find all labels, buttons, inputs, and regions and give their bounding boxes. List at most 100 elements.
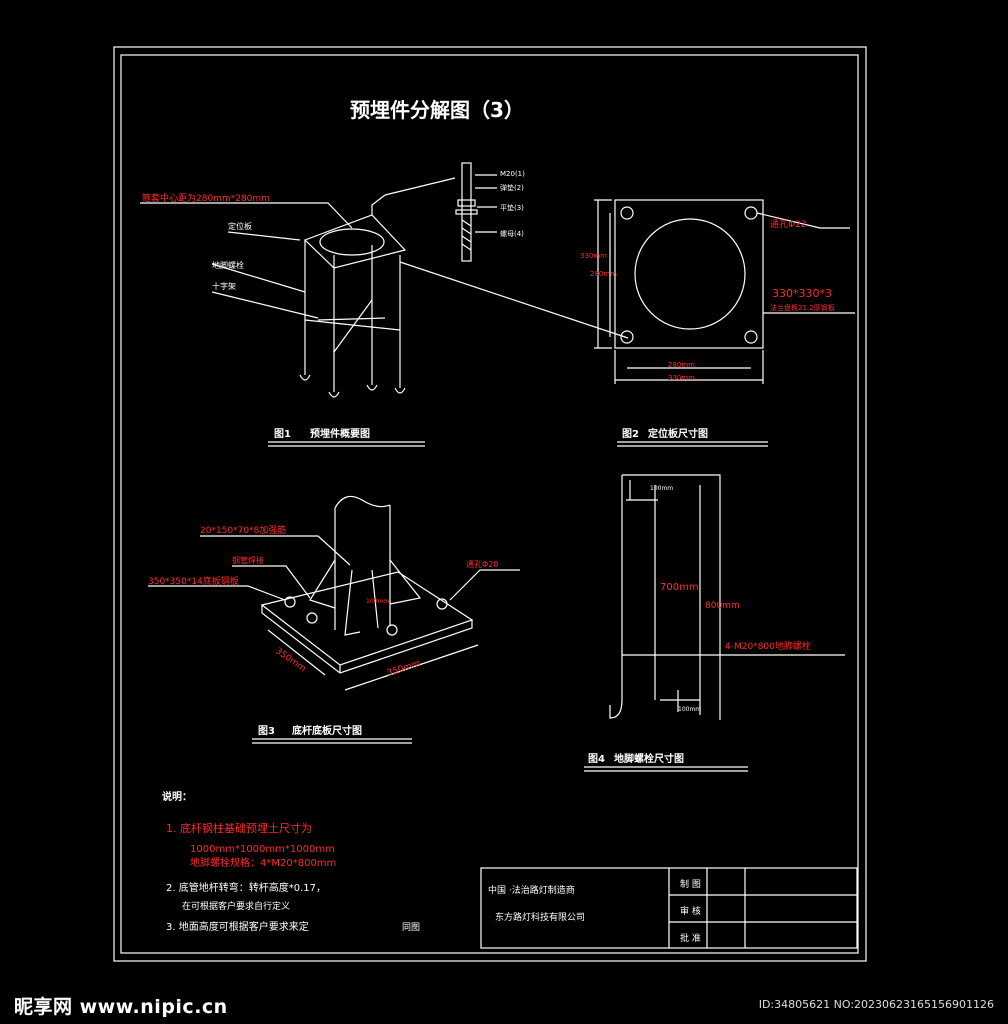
fig1-top-frame	[303, 214, 407, 269]
fig1-bolt-nut	[457, 199, 476, 207]
fig2-caption-underline	[617, 441, 768, 447]
fig4-thread-mark	[626, 480, 658, 501]
title-block-row-3: 批 准	[680, 932, 701, 944]
fig3-pipe-top	[334, 495, 391, 509]
title-block-grid	[668, 868, 857, 948]
fig1-caption-underline	[268, 441, 425, 447]
fig4-anchor-bolt-view	[609, 474, 845, 720]
fig1-caption: 预埋件概要图	[310, 427, 370, 440]
notes-heading: 说明：	[162, 790, 192, 803]
fig3-label-pipe: 钢管焊接	[232, 555, 264, 565]
fig1-leader-hoop	[140, 202, 353, 229]
notes-corner-tag: 同图	[402, 922, 420, 933]
fig3-caption-no: 图3	[258, 725, 275, 737]
fig3-leader-pipe	[232, 565, 311, 599]
title-block-row-1: 制 图	[680, 878, 701, 890]
fig3-dim-a: 350mm	[273, 646, 307, 674]
fig1-bolt-shaft	[461, 162, 472, 262]
fig2-plate-sub: 法兰盘板21.2厚钢板	[770, 303, 835, 312]
fig2-dim-h-outer: 330mm	[668, 374, 695, 382]
fig3-caption: 底杆底板尺寸图	[292, 724, 362, 737]
fig2-leader-hole	[756, 212, 850, 229]
note-1-sub-1: 1000mm*1000mm*1000mm	[190, 844, 335, 855]
fig3-leader-plate	[148, 585, 286, 601]
fig1-bolt-washer	[455, 209, 478, 215]
fig1-bolt-label-3: 平垫(3)	[500, 203, 524, 212]
fig2-hole-label: 通孔Φ22	[770, 219, 807, 230]
inner-border	[120, 54, 859, 954]
fig4-dim-top: 100mm	[650, 485, 673, 492]
fig2-dim-v-inner: 280mm	[590, 270, 617, 278]
fig1-label-a: 定位板	[228, 221, 252, 231]
fig4-dim-bottom: 100mm	[678, 706, 701, 713]
fig3-label-plate: 350*350*14底板钢板	[148, 575, 239, 587]
fig4-label-bolt: 4-M20*800地脚螺栓	[725, 640, 811, 652]
fig4-caption-no: 图4	[588, 753, 605, 765]
fig4-caption: 地脚螺栓尺寸图	[614, 752, 684, 765]
fig1-leader-c	[211, 291, 319, 319]
fig2-center-hole	[634, 218, 746, 330]
fig1-bolt-label-2: 弹垫(2)	[500, 183, 524, 192]
fig1-bolt-leaders	[475, 174, 497, 233]
fig1-label-b: 地脚螺栓	[212, 260, 244, 270]
fig4-dim-mid: 700mm	[660, 582, 699, 593]
title-block-row-2: 审 核	[680, 905, 701, 917]
fig1-leader-a	[227, 231, 301, 241]
note-1-sub-2: 地脚螺栓规格：4*M20*800mm	[190, 856, 336, 869]
fig2-plate	[614, 199, 764, 349]
fig2-plate-view	[594, 199, 855, 384]
fig2-plate-label: 330*330*3	[772, 287, 832, 300]
fig3-ribs	[309, 559, 422, 636]
fig4-bolt-outline	[609, 474, 721, 720]
fig3-caption-underline	[252, 738, 412, 744]
fig3-dim-lines	[267, 629, 479, 691]
fig1-embedded-part-view	[140, 162, 629, 398]
fig3-leader-hole	[449, 569, 520, 601]
fig3-plate-edge	[261, 605, 473, 674]
fig2-hole-bl	[620, 330, 634, 344]
fig2-dim-vertical	[594, 199, 612, 349]
fig2-hole-tr	[744, 206, 758, 220]
outer-border	[113, 46, 867, 962]
fig3-label-hole: 通孔Φ28	[466, 559, 498, 569]
fig1-leader-b	[211, 263, 306, 293]
fig1-bolt-label-4: 螺母(4)	[500, 229, 524, 238]
fig4-caption-underline	[584, 766, 748, 772]
fig1-caption-no: 图1	[274, 428, 291, 440]
note-2: 2. 底管地杆转弯：转杆高度*0.17，	[166, 881, 326, 894]
fig1-leader-bolt	[384, 177, 456, 196]
fig1-stub	[371, 194, 386, 215]
title-block	[480, 867, 858, 949]
note-1: 1. 底杆钢柱基础预埋土尺寸为	[166, 821, 312, 835]
fig1-cross-brace	[304, 299, 401, 353]
fig4-bottom-mark	[660, 690, 700, 712]
fig3-hole-3	[386, 624, 398, 636]
watermark-site: 昵享网 www.nipic.cn	[14, 996, 228, 1018]
fig1-ring	[319, 228, 385, 256]
fig1-bolt-label-1: M20(1)	[500, 170, 525, 178]
fig2-hole-tl	[620, 206, 634, 220]
title-block-line1: 中国 ·法治路灯制造商	[488, 884, 575, 896]
title-block-line2: 东方路灯科技有限公司	[495, 911, 585, 923]
fig3-dim-b: 350mm	[386, 659, 422, 679]
fig2-hole-br	[744, 330, 758, 344]
note-3: 3. 地面高度可根据客户要求来定	[166, 920, 309, 933]
fig1-label-c: 十字架	[212, 281, 236, 291]
fig2-caption: 定位板尺寸图	[648, 427, 708, 440]
fig3-hole-2	[306, 612, 318, 624]
fig2-caption-no: 图2	[622, 428, 639, 440]
fig1-label-hoop: 箍套中心距为280mm*280mm	[142, 192, 270, 204]
fig3-hole-4	[436, 598, 448, 610]
drawing-title: 预埋件分解图（3）	[350, 98, 524, 122]
fig3-center-mark: 100mm	[366, 598, 389, 605]
fig4-dim-total: 800mm	[705, 601, 740, 611]
fig2-dim-horizontal	[614, 350, 764, 384]
fig3-base-plate-view	[148, 495, 520, 691]
fig1-leader-plate	[399, 261, 629, 339]
fig3-plate-top	[260, 571, 474, 666]
fig3-pipe	[334, 505, 391, 630]
fig3-label-rib: 20*150*70*8加强筋	[200, 524, 286, 536]
watermark-id: ID:34805621 NO:20230623165156901126	[758, 998, 994, 1011]
fig3-hole-1	[284, 596, 296, 608]
